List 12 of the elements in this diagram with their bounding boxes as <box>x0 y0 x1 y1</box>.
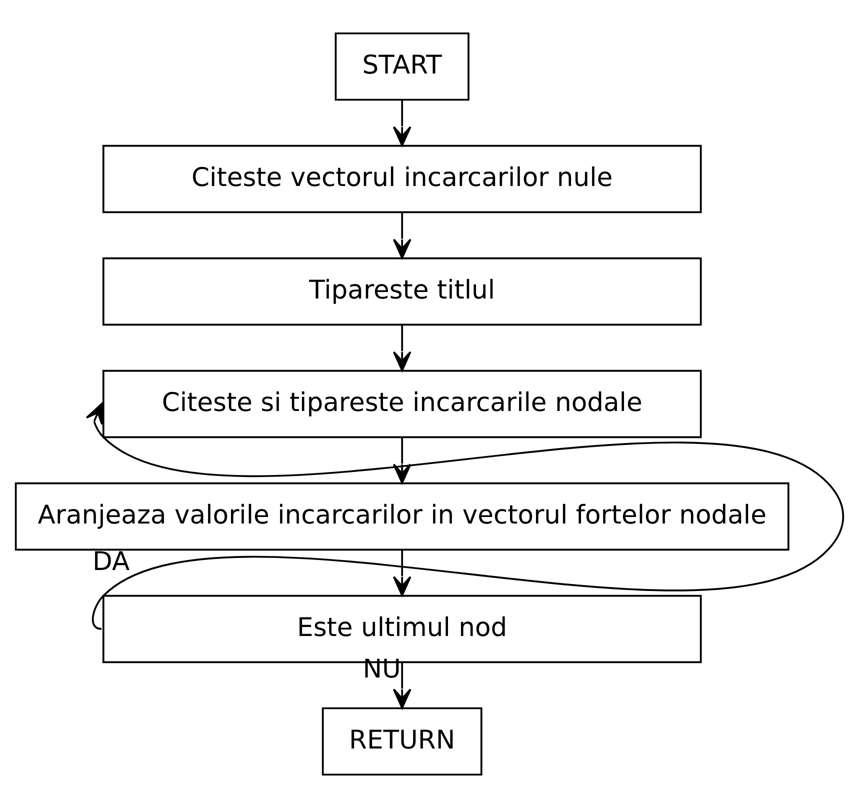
arrow <box>392 549 412 596</box>
arrow <box>392 662 412 708</box>
node-box: Tipareste titlul <box>102 256 702 326</box>
node-box: RETURN <box>322 706 482 776</box>
arrow <box>392 324 412 371</box>
arrow <box>86 402 844 629</box>
node-box: Citeste si tipareste incarcarile nodale <box>102 369 702 438</box>
arrow <box>392 212 412 258</box>
arrow <box>392 99 412 146</box>
node-box: Citeste vectorul incarcarilor nule <box>102 144 702 213</box>
node-box: START <box>334 32 470 100</box>
node-box: Aranjeaza valorile incarcarilor in vectorul fortelor nodale <box>14 482 790 550</box>
